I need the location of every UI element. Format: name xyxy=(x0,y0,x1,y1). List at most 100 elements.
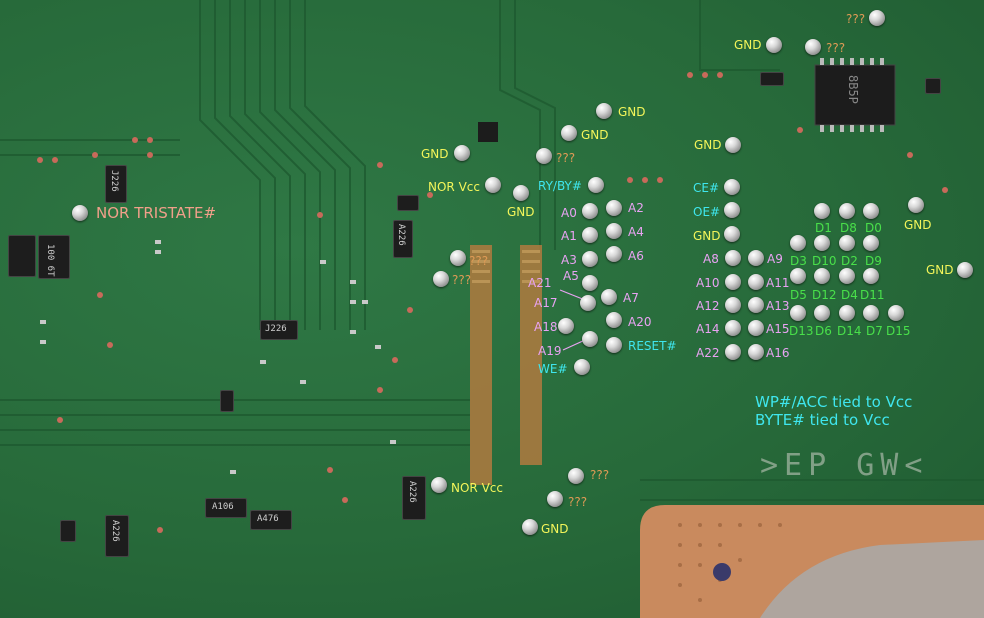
board-silkscreen-text: >EP GW< xyxy=(760,448,929,483)
label-unknown: ??? xyxy=(452,273,472,287)
test-pad[interactable] xyxy=(863,235,879,251)
label-d6: D6 xyxy=(815,324,832,338)
label-unknown: ??? xyxy=(469,254,489,268)
smd-resistor xyxy=(220,390,234,412)
test-pad[interactable] xyxy=(433,271,449,287)
label-a5: A5 xyxy=(563,269,579,283)
test-pad[interactable] xyxy=(568,468,584,484)
label-a11: A11 xyxy=(766,276,790,290)
test-pad[interactable] xyxy=(724,202,740,218)
test-pad[interactable] xyxy=(454,145,470,161)
label-a14: A14 xyxy=(696,322,720,336)
label-nor-vcc: NOR Vcc xyxy=(451,481,503,495)
test-pad[interactable] xyxy=(582,275,598,291)
test-pad[interactable] xyxy=(547,491,563,507)
test-pad[interactable] xyxy=(725,344,741,360)
test-pad[interactable] xyxy=(588,177,604,193)
nor-ic-outline xyxy=(814,58,896,132)
test-pad[interactable] xyxy=(957,262,973,278)
label-d15: D15 xyxy=(886,324,911,338)
label-a13: A13 xyxy=(766,299,790,313)
shield-plate xyxy=(760,540,984,618)
test-pad[interactable] xyxy=(596,103,612,119)
test-pad[interactable] xyxy=(814,203,830,219)
test-pad[interactable] xyxy=(513,185,529,201)
test-pad[interactable] xyxy=(606,246,622,262)
smd-capacitor xyxy=(8,235,36,277)
test-pad[interactable] xyxy=(725,274,741,290)
label-gnd: GND xyxy=(541,522,569,536)
smd-inductor: J226 xyxy=(105,165,127,203)
test-pad[interactable] xyxy=(72,205,88,221)
test-pad[interactable] xyxy=(522,519,538,535)
test-pad[interactable] xyxy=(748,250,764,266)
label-a3: A3 xyxy=(561,253,577,267)
label-gnd: GND xyxy=(694,138,722,152)
label-a8: A8 xyxy=(703,252,719,266)
label-unknown: ??? xyxy=(590,468,610,482)
test-pad[interactable] xyxy=(606,337,622,353)
test-pad[interactable] xyxy=(908,197,924,213)
test-pad[interactable] xyxy=(606,223,622,239)
test-pad[interactable] xyxy=(725,137,741,153)
test-pad[interactable] xyxy=(431,477,447,493)
test-pad[interactable] xyxy=(601,289,617,305)
test-pad[interactable] xyxy=(869,10,885,26)
test-pad[interactable] xyxy=(561,125,577,141)
test-pad[interactable] xyxy=(805,39,821,55)
test-pad[interactable] xyxy=(582,331,598,347)
test-pad[interactable] xyxy=(582,227,598,243)
test-pad[interactable] xyxy=(536,148,552,164)
test-pad[interactable] xyxy=(766,37,782,53)
test-pad[interactable] xyxy=(582,251,598,267)
label-d0: D0 xyxy=(865,221,882,235)
test-pad[interactable] xyxy=(790,268,806,284)
label-d10: D10 xyxy=(812,254,837,268)
label-d3: D3 xyxy=(790,254,807,268)
label-d5: D5 xyxy=(790,288,807,302)
test-pad[interactable] xyxy=(748,274,764,290)
test-pad[interactable] xyxy=(790,305,806,321)
test-pad[interactable] xyxy=(724,226,740,242)
test-pad[interactable] xyxy=(814,305,830,321)
test-pad[interactable] xyxy=(863,305,879,321)
test-pad[interactable] xyxy=(485,177,501,193)
test-pad[interactable] xyxy=(814,268,830,284)
test-pad[interactable] xyxy=(748,344,764,360)
test-pad[interactable] xyxy=(725,250,741,266)
test-pad[interactable] xyxy=(839,268,855,284)
test-pad[interactable] xyxy=(888,305,904,321)
test-pad[interactable] xyxy=(450,250,466,266)
label-a7: A7 xyxy=(623,291,639,305)
test-pad[interactable] xyxy=(558,318,574,334)
test-pad[interactable] xyxy=(725,297,741,313)
label-a12: A12 xyxy=(696,299,720,313)
test-pad[interactable] xyxy=(725,320,741,336)
test-pad[interactable] xyxy=(748,297,764,313)
label-a17: A17 xyxy=(534,296,558,310)
test-pad[interactable] xyxy=(863,268,879,284)
test-pad[interactable] xyxy=(790,235,806,251)
label-reset: RESET# xyxy=(628,339,677,353)
test-pad[interactable] xyxy=(724,179,740,195)
test-pad[interactable] xyxy=(839,203,855,219)
label-gnd: GND xyxy=(926,263,954,277)
test-pad[interactable] xyxy=(839,305,855,321)
connector-strip-left xyxy=(470,245,492,485)
test-pad[interactable] xyxy=(580,295,596,311)
label-a1: A1 xyxy=(561,229,577,243)
test-pad[interactable] xyxy=(814,235,830,251)
test-pad[interactable] xyxy=(606,200,622,216)
label-a9: A9 xyxy=(767,252,783,266)
test-pad[interactable] xyxy=(574,359,590,375)
label-a21: A21 xyxy=(528,276,552,290)
test-pad[interactable] xyxy=(582,203,598,219)
test-pad[interactable] xyxy=(748,320,764,336)
test-pad[interactable] xyxy=(606,312,622,328)
label-a6: A6 xyxy=(628,249,644,263)
label-d11: D11 xyxy=(860,288,885,302)
test-pad[interactable] xyxy=(863,203,879,219)
label-ce: CE# xyxy=(693,181,720,195)
test-pad[interactable] xyxy=(839,235,855,251)
